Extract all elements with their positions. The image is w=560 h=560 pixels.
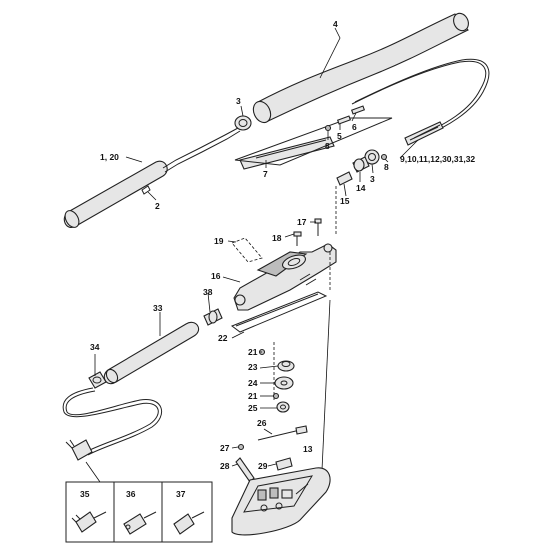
callout-3: 3 [236, 96, 241, 106]
callout-8b: 8 [384, 162, 389, 172]
callout-13: 13 [303, 444, 313, 454]
callout-36: 36 [126, 489, 136, 499]
callout-4: 4 [333, 19, 338, 29]
part-27-screw[interactable] [237, 443, 245, 451]
part-28-rod[interactable] [235, 457, 255, 483]
part-3-clamp-ring-b[interactable] [364, 149, 380, 165]
plug-options-box [65, 481, 213, 543]
power-plug[interactable] [65, 439, 93, 461]
part-37-plug[interactable] [173, 511, 205, 535]
callouts: 4 3 1, 20 2 7 8 5 6 8 9,10,11,12,30,31,3… [80, 19, 475, 499]
callout-37: 37 [176, 489, 186, 499]
part-15-coupling[interactable] [336, 171, 353, 186]
callout-23: 23 [248, 362, 258, 372]
part-9-32-cable[interactable] [351, 58, 490, 146]
part-17-screw[interactable] [314, 218, 322, 236]
part-22-plate[interactable] [230, 291, 328, 333]
part-18-screw[interactable] [293, 231, 302, 246]
callout-26: 26 [257, 418, 267, 428]
callout-16: 16 [211, 271, 221, 281]
callout-38: 38 [203, 287, 213, 297]
part-25-nut[interactable] [276, 401, 290, 413]
callout-2: 2 [155, 201, 160, 211]
callout-35: 35 [80, 489, 90, 499]
part-13-bottom-cover[interactable] [231, 467, 331, 536]
callout-6: 6 [352, 122, 357, 132]
callout-5: 5 [337, 131, 342, 141]
callout-8a: 8 [325, 141, 330, 151]
part-14-fitting[interactable] [352, 156, 370, 173]
part-5-pin[interactable] [336, 115, 352, 125]
part-8-washer-a[interactable] [324, 124, 332, 132]
part-34-clip[interactable] [88, 371, 107, 389]
callout-14: 14 [356, 183, 366, 193]
part-2-screw[interactable] [141, 185, 151, 195]
callout-24: 24 [248, 378, 258, 388]
callout-25: 25 [248, 403, 258, 413]
callout-27: 27 [220, 443, 230, 453]
part-35-plug[interactable] [71, 511, 107, 533]
part-4-hose[interactable] [250, 11, 471, 125]
part-38-connector[interactable] [203, 308, 223, 326]
callout-21a: 21 [248, 347, 258, 357]
callout-7: 7 [263, 169, 268, 179]
part-29-plate[interactable] [275, 457, 293, 471]
part-19-decal[interactable] [231, 237, 263, 263]
part-6-pin[interactable] [350, 105, 366, 115]
part-1-20-handle[interactable] [62, 127, 241, 230]
part-33-grip-tube[interactable] [103, 321, 200, 385]
callout-18: 18 [272, 233, 282, 243]
power-cable[interactable] [62, 387, 162, 456]
callout-21b: 21 [248, 391, 258, 401]
part-7-panel-outline [234, 117, 393, 166]
part-16-housing[interactable] [233, 243, 337, 311]
part-24-gasket[interactable] [274, 376, 294, 390]
callout-33: 33 [153, 303, 163, 313]
leader-lines [94, 27, 419, 467]
part-23-knob[interactable] [277, 360, 295, 372]
callout-1-20: 1, 20 [100, 152, 119, 162]
callout-19: 19 [214, 236, 224, 246]
guide-line-d [321, 299, 331, 471]
callout-29: 29 [258, 461, 268, 471]
part-26-pin[interactable] [257, 425, 308, 441]
plug-leader [85, 461, 101, 483]
callout-17: 17 [297, 217, 307, 227]
callout-34: 34 [90, 342, 100, 352]
callout-3b: 3 [370, 174, 375, 184]
part-36-plug[interactable] [123, 511, 157, 535]
callout-22: 22 [218, 333, 228, 343]
callout-28: 28 [220, 461, 230, 471]
part-7-tube[interactable] [239, 136, 335, 170]
callout-9-32: 9,10,11,12,30,31,32 [400, 154, 475, 164]
part-8-washer-b[interactable] [380, 153, 388, 161]
callout-15: 15 [340, 196, 350, 206]
